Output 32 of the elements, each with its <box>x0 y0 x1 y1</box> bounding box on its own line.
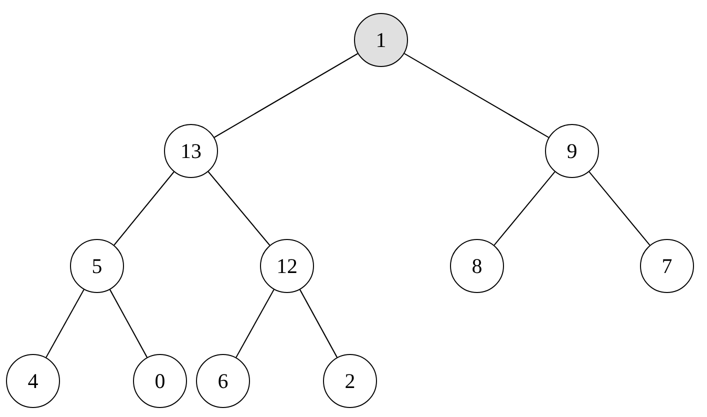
node-value: 5 <box>92 254 102 278</box>
edge-line <box>46 289 84 358</box>
tree-node <box>164 124 218 178</box>
node-value: 9 <box>566 138 578 164</box>
tree-node <box>133 354 187 408</box>
edge-line <box>588 171 650 246</box>
node-value: 2 <box>344 368 356 394</box>
edge-line <box>208 171 270 246</box>
tree-node <box>545 124 599 178</box>
node-value: 4 <box>28 368 38 394</box>
tree-node <box>260 239 314 293</box>
node-value: 1 <box>376 28 386 52</box>
edge-line <box>109 289 148 358</box>
node-value: 0 <box>154 368 166 394</box>
tree-node <box>196 354 250 408</box>
node-value: 6 <box>218 368 228 394</box>
node-value: 12 <box>276 254 298 278</box>
node-value: 13 <box>180 138 202 164</box>
tree-node <box>6 354 60 408</box>
tree-node <box>640 239 694 293</box>
edge-line <box>404 53 549 138</box>
edge-line <box>494 171 556 246</box>
tree-node <box>323 354 377 408</box>
edge-line <box>236 289 274 358</box>
edge-line <box>214 53 358 138</box>
node-value: 7 <box>662 254 672 278</box>
edge-line <box>299 289 338 358</box>
tree-node <box>354 13 408 67</box>
tree-node <box>450 239 504 293</box>
node-value: 8 <box>472 254 482 278</box>
edge-line <box>114 172 174 246</box>
tree-node <box>70 239 124 293</box>
